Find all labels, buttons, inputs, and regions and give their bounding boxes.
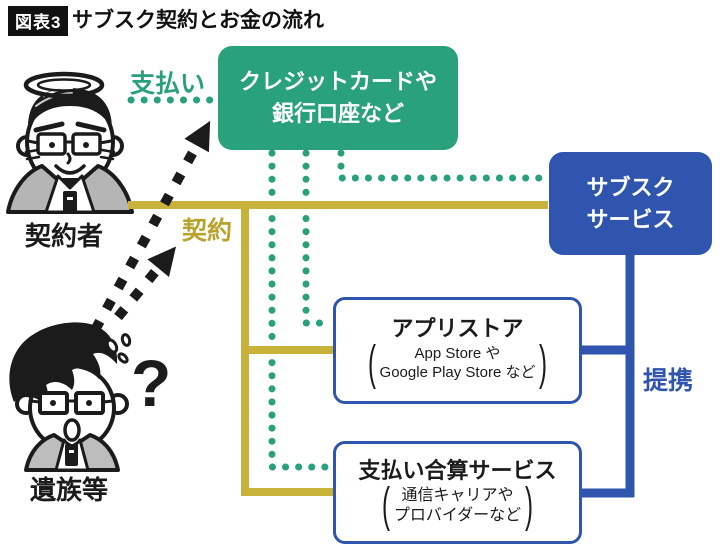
deceased-person-illustration [6,71,134,214]
figure-number-badge: 図表3 [8,6,69,36]
question-mark: ? [131,346,172,420]
subscription-service-line1: サブスク [586,174,675,200]
payment-source-box: クレジットカードや 銀行口座など [218,46,458,150]
app-store-box: アプリストア ( App Store や Google Play Store な… [333,297,582,404]
inquiry-arrows [90,120,211,333]
bereaved-actor-label: 遺族等 [30,475,109,505]
sweat-drops-icon [105,333,132,364]
payment-aggregation-box: 支払い合算サービス ( 通信キャリアや プロバイダーなど ) [333,441,582,544]
open-paren: ( [367,336,376,390]
close-paren: ) [525,478,534,532]
payment-aggregation-sub1: 通信キャリアや [401,487,514,505]
payment-source-line2: 銀行口座など [271,101,404,126]
figure-title: サブスク契約とお金の流れ [72,9,324,32]
payment-source-line1: クレジットカードや [238,69,437,95]
app-store-sub2: Google Play Store など [379,364,536,382]
inquiry-arrow-to-contract-line [114,246,177,321]
subscription-service-line2: サービス [586,206,675,232]
partnership-lines [581,252,635,498]
contract-edge-label: 契約 [182,217,233,245]
bereaved-person-illustration [9,322,132,472]
partnership-edge-label: 提携 [643,367,694,395]
contract-lines [128,201,548,496]
halo-icon [23,71,105,99]
payment-dotted-lines [127,96,546,471]
close-paren: ) [539,336,548,390]
open-paren: ( [381,478,390,532]
deceased-actor-label: 契約者 [25,221,104,251]
payment-aggregation-sub2: プロバイダーなど [393,507,522,525]
inquiry-arrow-to-payment-box [90,120,211,333]
subscription-service-box: サブスク サービス [549,152,712,255]
payment-aggregation-title: 支払い合算サービス [358,458,557,484]
payment-edge-label: 支払い [130,70,206,98]
app-store-title: アプリストア [391,316,524,342]
app-store-sub1: App Store や [414,345,501,363]
